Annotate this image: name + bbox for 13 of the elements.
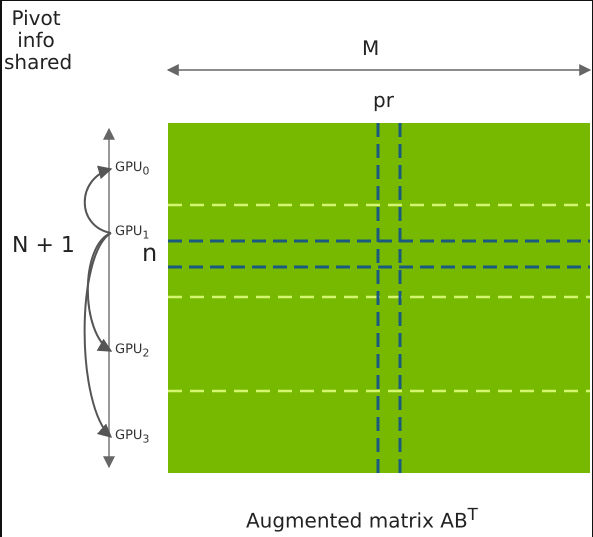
- text-label: Augmented matrix AB$^{T}$: [246, 506, 478, 532]
- node-label: GPU$_{1}$: [115, 224, 150, 239]
- text-label: pr: [373, 89, 394, 111]
- arrow: [86, 232, 112, 352]
- node-label: GPU$_{0}$: [115, 160, 150, 175]
- arrow: [84, 232, 112, 438]
- text-label: n: [142, 240, 158, 266]
- text-label: M: [362, 37, 380, 59]
- node-label: GPU$_{2}$: [115, 342, 150, 357]
- text-label: Pivot info shared: [4, 7, 68, 73]
- text-label: N + 1: [12, 234, 75, 258]
- arrow: [84, 167, 112, 234]
- node-label: GPU$_{3}$: [115, 428, 150, 443]
